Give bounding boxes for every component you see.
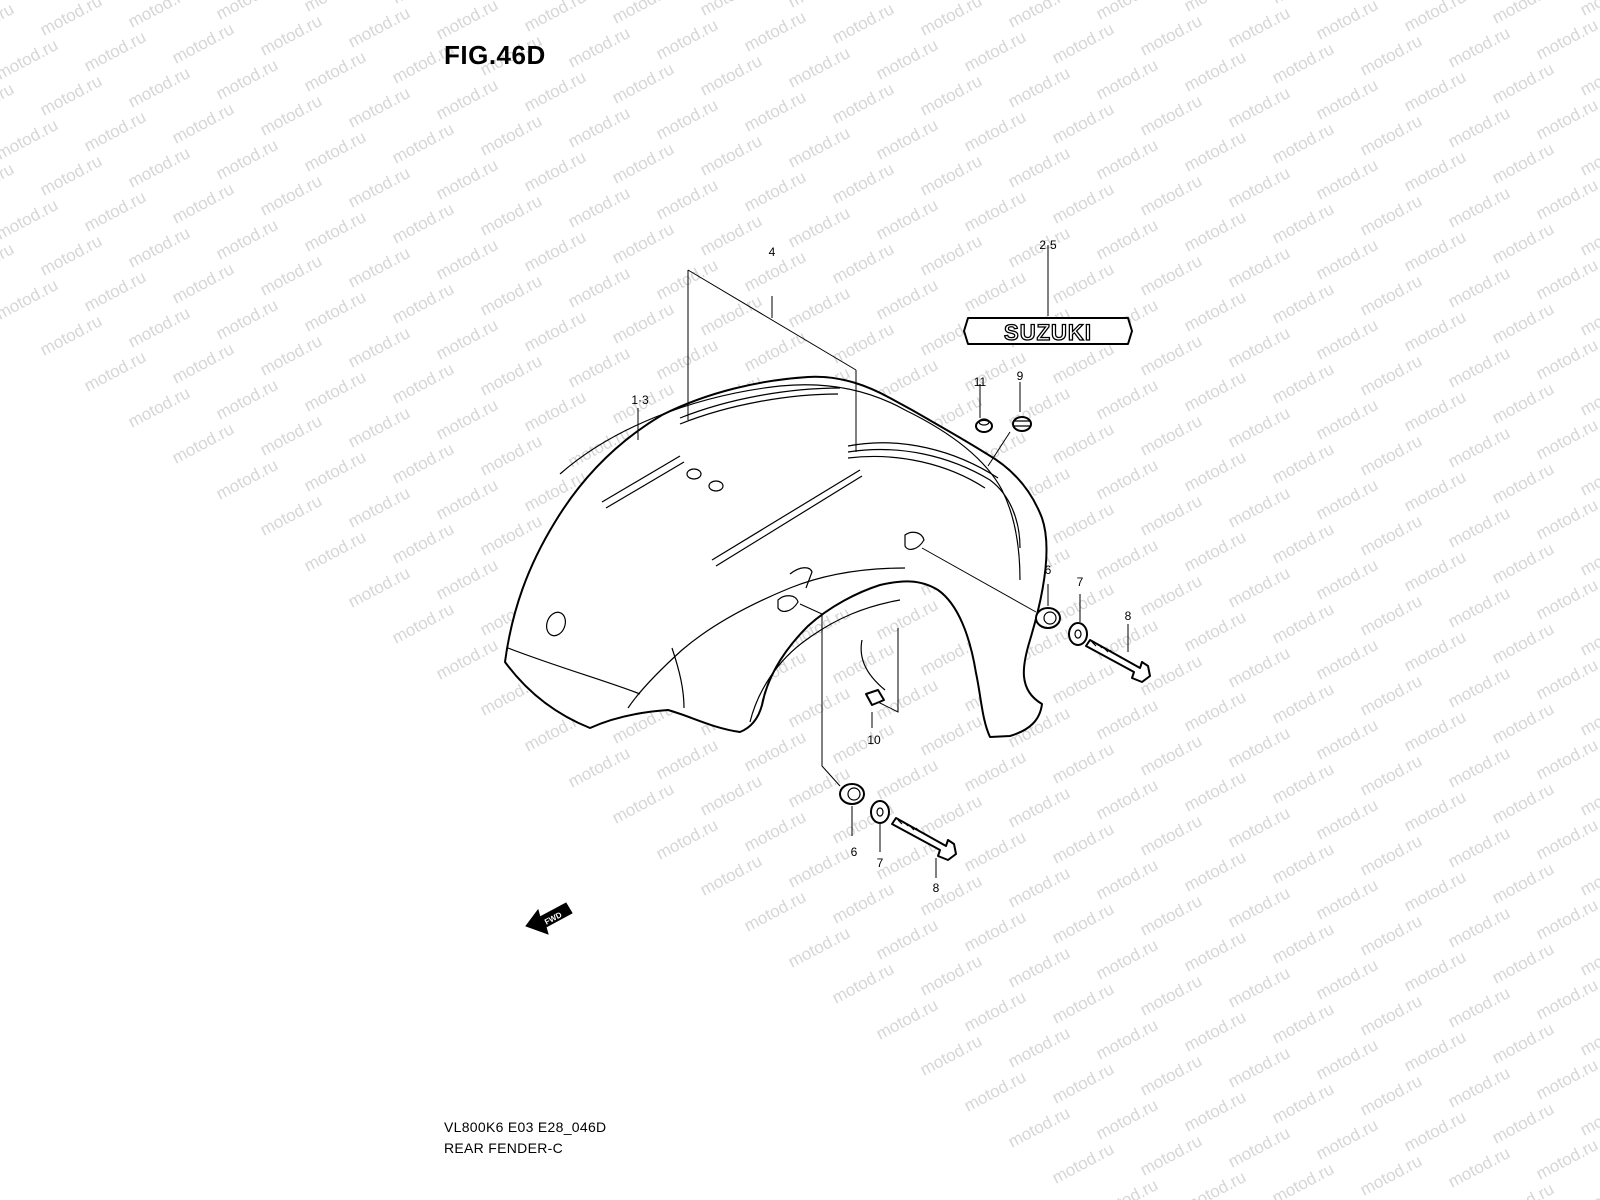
callout-6-upper: 6	[1045, 563, 1052, 577]
callout-11: 11	[974, 375, 987, 389]
collar-6-upper	[1035, 607, 1061, 629]
washer-7-upper	[1068, 622, 1088, 646]
callout-8-lower: 8	[933, 881, 940, 895]
collar-6-lower	[839, 783, 865, 805]
drawing-code: VL800K6 E03 E28_046D	[444, 1119, 607, 1135]
reflector-guide-lines	[687, 269, 857, 452]
callout-8-upper: 8	[1125, 609, 1132, 623]
leader-lines	[637, 246, 1129, 878]
watermark-text: motod.ru	[1577, 0, 1600, 20]
callout-6-lower: 6	[851, 845, 858, 859]
callout-2-5: 2·5	[1039, 238, 1057, 252]
callout-4: 4	[769, 245, 776, 259]
suzuki-emblem: SUZUKI	[963, 317, 1133, 346]
drawing-name: REAR FENDER-C	[444, 1140, 564, 1156]
bolt-8-upper	[1085, 639, 1151, 683]
callout-10: 10	[867, 733, 881, 747]
callout-7-lower: 7	[877, 856, 884, 870]
emblem-text: SUZUKI	[1004, 320, 1092, 345]
washer-7-lower	[870, 800, 890, 824]
grommet-11	[975, 418, 993, 433]
figure-title: FIG.46D	[444, 40, 546, 70]
fwd-arrow-icon: FWD	[525, 902, 573, 935]
callout-9: 9	[1017, 369, 1024, 383]
rear-fender	[504, 375, 1048, 738]
callout-7-upper: 7	[1077, 575, 1084, 589]
callout-1-3: 1·3	[631, 393, 649, 407]
grommet-9	[1012, 416, 1032, 432]
cushion-10	[865, 689, 885, 706]
bolt-8-lower	[891, 817, 957, 861]
